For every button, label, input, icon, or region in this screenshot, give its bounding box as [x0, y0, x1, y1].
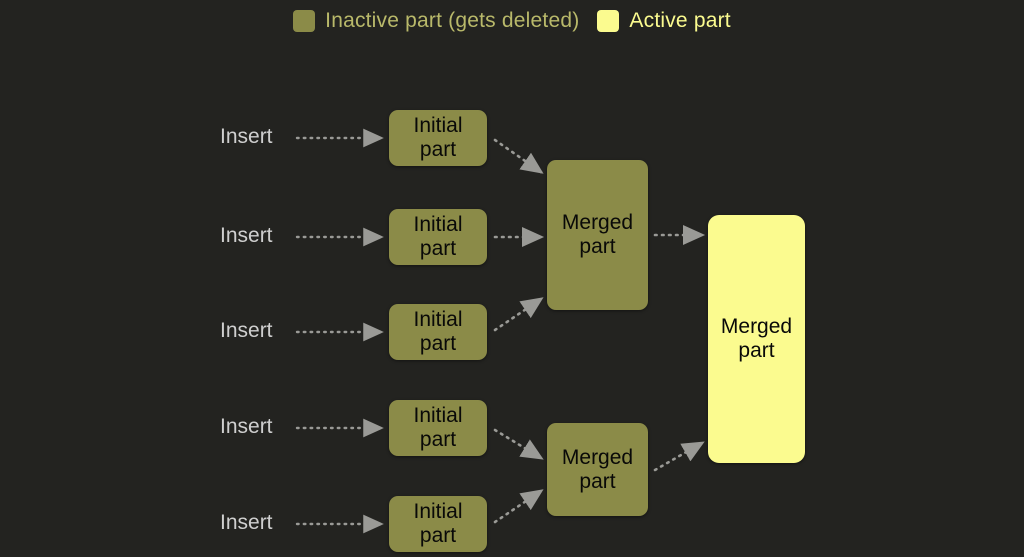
merged-part-label-2: Merged part [561, 445, 634, 493]
active-swatch-icon [597, 10, 620, 32]
merged-part-node-2[interactable]: Merged part [547, 423, 648, 516]
insert-label-5: Insert [220, 511, 273, 534]
arrow-initial3-to-merged1 [493, 297, 544, 332]
legend-label-active: Active part [629, 9, 731, 32]
inactive-swatch-icon [293, 10, 316, 32]
initial-part-label-2: Initial part [413, 213, 463, 260]
final-merged-part-node[interactable]: Merged part [708, 215, 805, 463]
initial-part-node-5[interactable]: Initial part [389, 496, 487, 552]
initial-part-label-3: Initial part [413, 308, 463, 355]
arrow-merged2-to-final [653, 441, 705, 472]
legend: Inactive part (gets deleted) Active part [0, 9, 1024, 33]
final-merged-part-label: Merged part [720, 315, 793, 362]
merged-part-label-1: Merged part [561, 211, 634, 258]
insert-label-3: Insert [220, 319, 273, 342]
initial-part-node-2[interactable]: Initial part [389, 209, 487, 265]
legend-item-inactive: Inactive part (gets deleted) [293, 9, 579, 33]
initial-part-label-4: Initial part [413, 404, 463, 451]
insert-label-4: Insert [220, 415, 273, 438]
insert-label-2: Insert [220, 224, 273, 247]
initial-part-node-3[interactable]: Initial part [389, 304, 487, 360]
arrow-initial5-to-merged2 [493, 489, 544, 524]
initial-part-label-5: Initial part [413, 500, 463, 547]
initial-part-node-4[interactable]: Initial part [389, 400, 487, 456]
arrow-initial1-to-merged1 [493, 138, 544, 174]
initial-part-node-1[interactable]: Initial part [389, 110, 487, 166]
arrow-initial4-to-merged2 [493, 428, 544, 460]
merged-part-node-1[interactable]: Merged part [547, 160, 648, 310]
legend-item-active: Active part [597, 9, 731, 33]
insert-label-1: Insert [220, 125, 273, 148]
legend-label-inactive: Inactive part (gets deleted) [325, 9, 580, 32]
initial-part-label-1: Initial part [413, 114, 463, 161]
